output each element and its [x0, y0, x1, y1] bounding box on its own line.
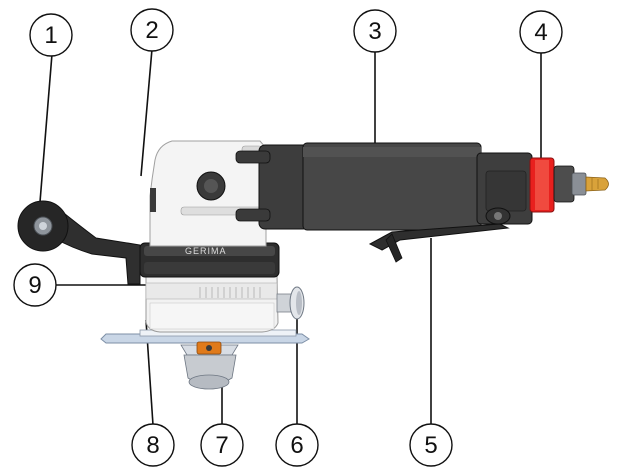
lever-arm — [17, 200, 141, 285]
callout-7: 7 — [200, 423, 244, 467]
motor-body — [235, 142, 533, 231]
lower-housing — [145, 274, 279, 333]
nozzle-assembly — [180, 341, 239, 390]
svg-text:8: 8 — [146, 432, 159, 459]
svg-text:2: 2 — [145, 17, 158, 44]
air-inlet — [529, 157, 609, 213]
callout-9: 9 — [13, 263, 57, 307]
callout-2: 2 — [130, 8, 174, 52]
leader-lines — [39, 48, 542, 426]
base-plate — [100, 329, 310, 344]
leader-line-1 — [39, 53, 53, 203]
svg-text:9: 9 — [28, 272, 41, 299]
svg-text:5: 5 — [424, 432, 437, 459]
leader-line-2 — [140, 48, 153, 177]
callout-4: 4 — [519, 10, 563, 54]
clamp-ring: GERIMA — [139, 242, 280, 278]
callout-6: 6 — [275, 423, 319, 467]
svg-text:3: 3 — [368, 18, 381, 45]
callouts: 1 2 3 4 5 6 7 8 — [13, 8, 563, 467]
svg-text:6: 6 — [290, 432, 303, 459]
brand-label: GERIMA — [185, 246, 227, 256]
adjustment-knob — [276, 286, 305, 320]
svg-text:1: 1 — [44, 22, 57, 49]
callout-3: 3 — [353, 9, 397, 53]
svg-text:4: 4 — [534, 19, 547, 46]
callout-8: 8 — [131, 423, 175, 467]
callout-1: 1 — [29, 13, 73, 57]
callout-5: 5 — [409, 423, 453, 467]
svg-text:7: 7 — [215, 432, 228, 459]
trigger-lever — [368, 207, 511, 263]
